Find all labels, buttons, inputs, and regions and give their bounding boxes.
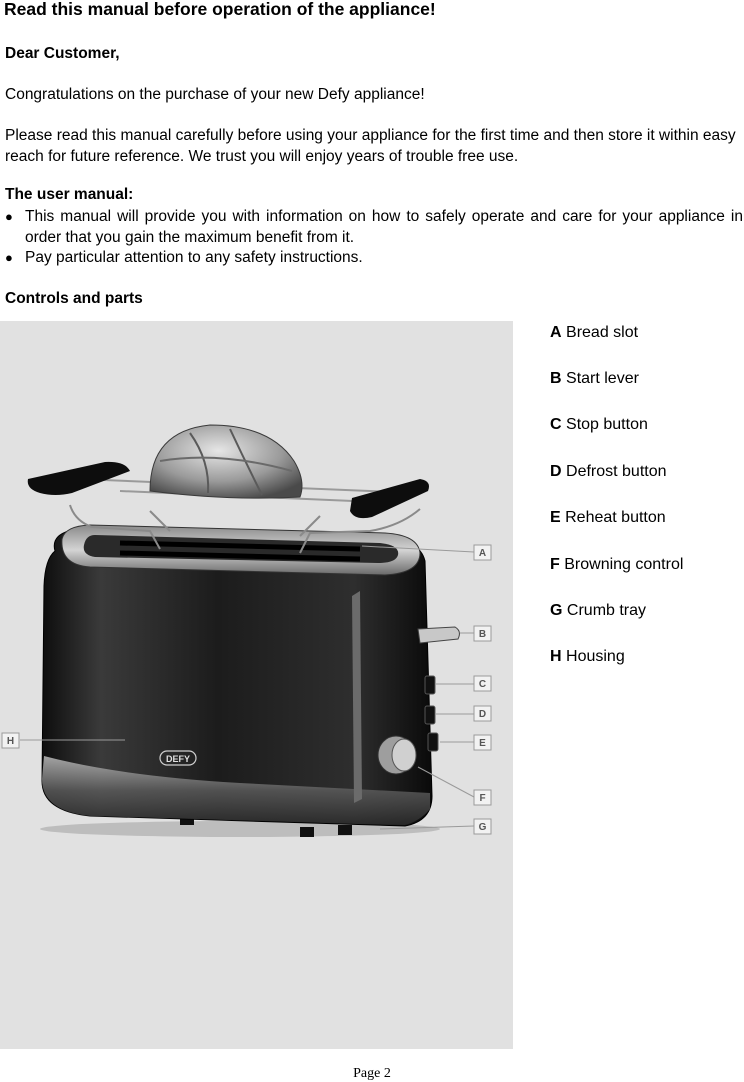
part-a: A Bread slot: [550, 324, 639, 341]
list-item: This manual will provide you with inform…: [25, 208, 743, 246]
greeting: Dear Customer,: [5, 45, 120, 62]
congratulations-text: Congratulations on the purchase of your …: [5, 86, 425, 103]
toaster-figure: DEFY A B: [0, 321, 513, 1049]
page-heading: Read this manual before operation of the…: [4, 0, 436, 19]
part-f: F Browning control: [550, 556, 684, 573]
bullet-icon: ●: [5, 209, 13, 224]
bullet-icon: ●: [5, 250, 13, 265]
callout-a: A: [479, 548, 486, 559]
part-g: G Crumb tray: [550, 602, 647, 619]
callout-c: C: [479, 679, 486, 690]
callout-g: G: [479, 822, 487, 833]
part-h: H Housing: [550, 648, 625, 665]
callout-f: F: [479, 793, 485, 804]
part-c: C Stop button: [550, 416, 648, 433]
callout-b: B: [479, 629, 486, 640]
page-number: Page 2: [353, 1066, 391, 1081]
part-b: B Start lever: [550, 370, 639, 387]
list-item: Pay particular attention to any safety i…: [25, 249, 363, 266]
part-e: E Reheat button: [550, 509, 666, 526]
user-manual-heading: The user manual:: [5, 186, 134, 203]
toaster-illustration: DEFY A B: [1, 424, 492, 837]
intro-paragraph: Please read this manual carefully before…: [5, 127, 736, 165]
controls-heading: Controls and parts: [5, 290, 143, 307]
callout-d: D: [479, 709, 486, 720]
part-d: D Defrost button: [550, 463, 667, 480]
brand-logo: DEFY: [166, 754, 190, 764]
callout-h: H: [7, 736, 14, 747]
callout-e: E: [479, 738, 486, 749]
